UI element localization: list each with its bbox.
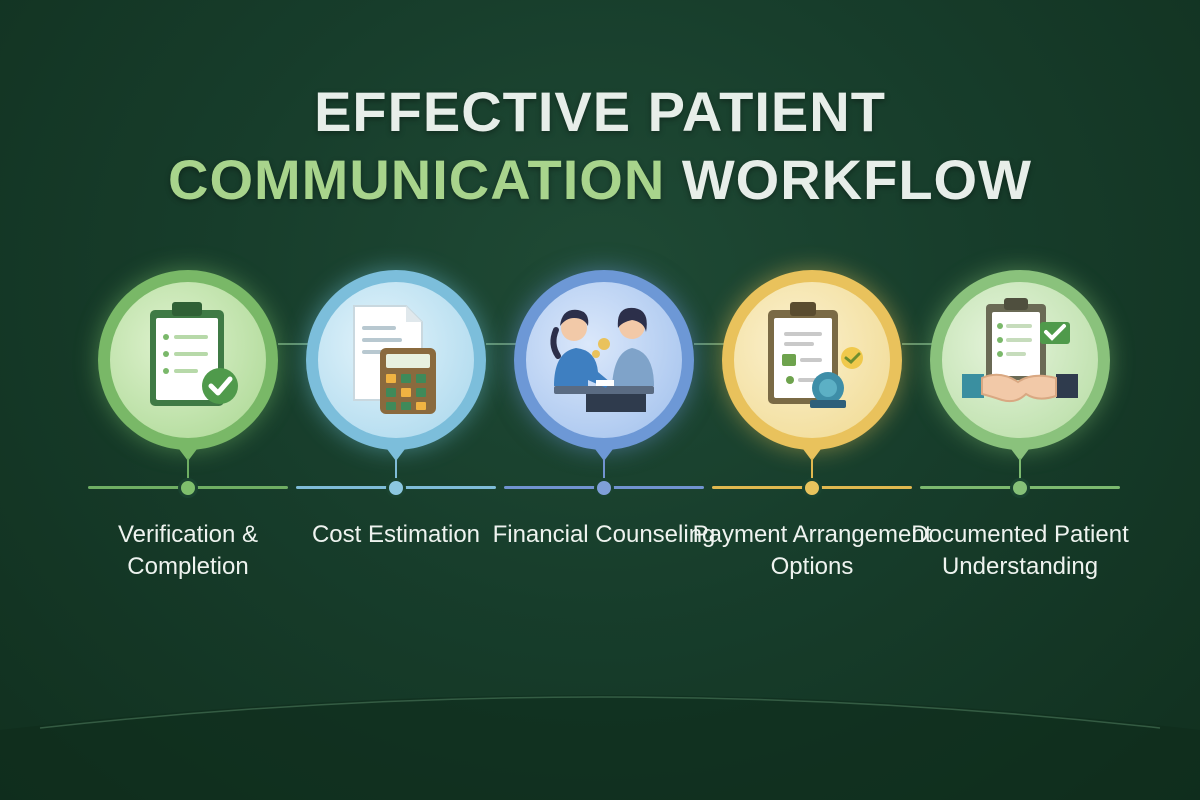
step-documented-understanding: Documented Patient Understanding	[911, 0, 1129, 800]
clipboard-check-icon	[150, 302, 238, 406]
step-node	[1010, 478, 1030, 498]
step-label: Documented Patient Understanding	[911, 521, 1129, 580]
step-node	[594, 478, 614, 498]
connector-1-2	[278, 343, 312, 345]
handshake-document-icon	[962, 298, 1078, 403]
step-circle	[722, 270, 902, 450]
step-circle	[930, 270, 1110, 450]
step-label: Payment Arrangement Options	[692, 521, 932, 580]
step-label: Verification & Completion	[117, 521, 259, 580]
step-cost-estimation: Cost Estimation	[296, 0, 496, 800]
step-label: Financial Counseling	[492, 521, 716, 548]
document-calculator-icon	[353, 305, 436, 414]
step-node	[386, 478, 406, 498]
connector-2-3	[486, 343, 520, 345]
decorative-horizon-arc	[0, 695, 1200, 800]
counseling-people-icon	[550, 307, 654, 412]
step-label: Cost Estimation	[311, 521, 481, 548]
diagram-title: EFFECTIVE PATIENT COMMUNICATION WORKFLOW	[0, 78, 1200, 214]
payment-clipboard-icon	[768, 302, 863, 408]
step-node	[178, 478, 198, 498]
title-accent-word: COMMUNICATION	[168, 148, 666, 211]
title-rest-word: WORKFLOW	[681, 148, 1032, 211]
title-line-1: EFFECTIVE PATIENT	[314, 80, 886, 143]
step-node	[802, 478, 822, 498]
step-circle	[514, 270, 694, 450]
step-circle	[306, 270, 486, 450]
step-financial-counseling: Financial Counseling	[493, 0, 715, 800]
connector-4-5	[902, 343, 936, 345]
step-circle	[98, 270, 278, 450]
step-verification: Verification & Completion	[88, 0, 288, 800]
connector-3-4	[694, 343, 728, 345]
step-payment-arrangement: Payment Arrangement Options	[693, 0, 931, 800]
title-line-2: COMMUNICATION WORKFLOW	[0, 146, 1200, 214]
